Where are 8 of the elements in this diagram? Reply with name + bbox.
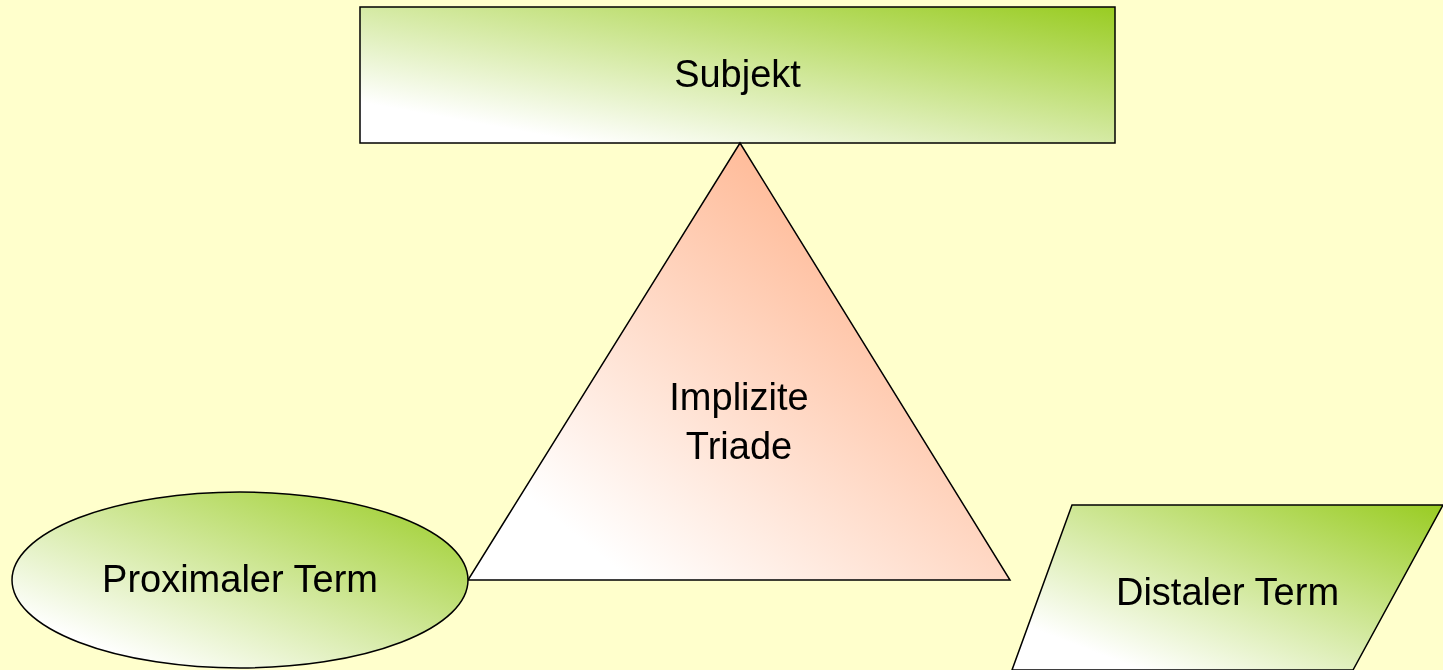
ellipse-shape <box>12 492 468 668</box>
triangle-shape <box>468 143 1010 580</box>
rectangle-box <box>360 7 1115 143</box>
node-label: Implizite Triade <box>668 375 810 470</box>
node-label: Subjekt <box>674 52 801 98</box>
node-label: Proximaler Term <box>102 557 378 603</box>
parallelogram-shape <box>1012 505 1443 670</box>
node-label: Distaler Term <box>1115 569 1340 615</box>
